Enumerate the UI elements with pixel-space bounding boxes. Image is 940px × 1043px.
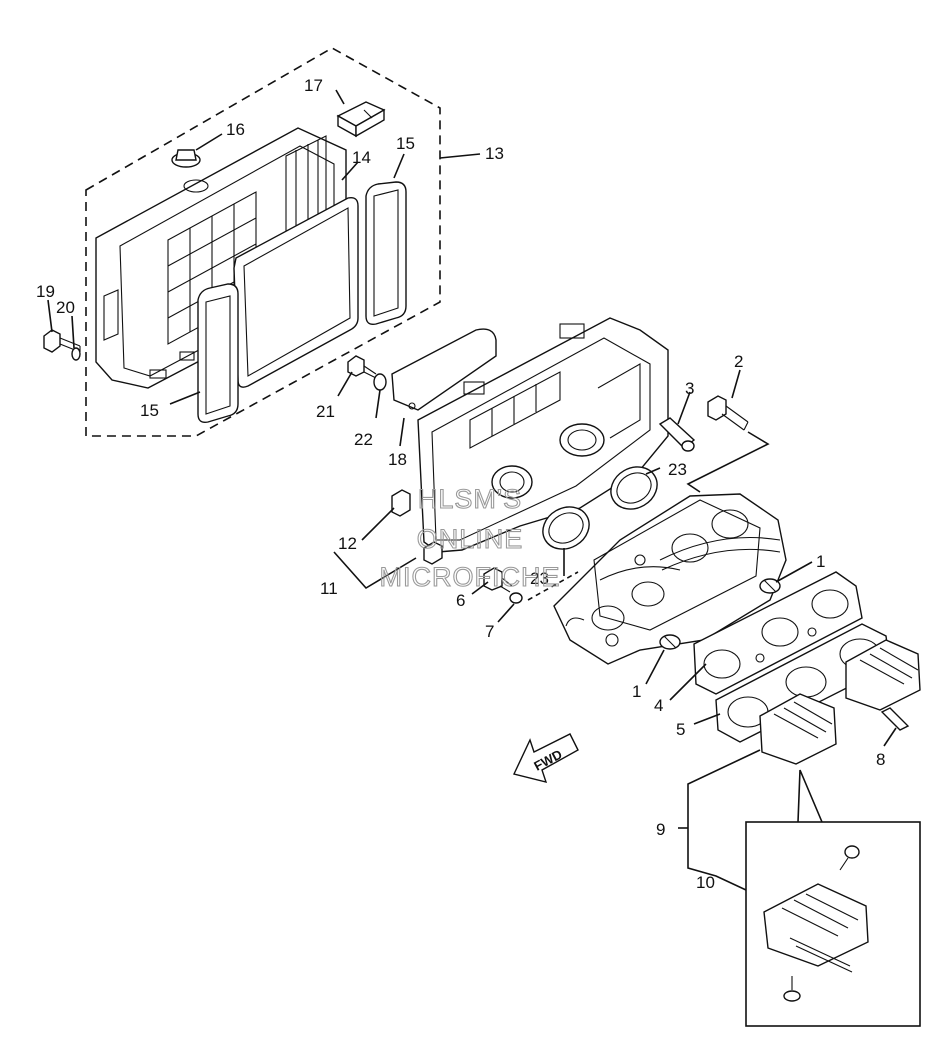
callout-6: 6 (456, 591, 465, 610)
callout-19: 19 (36, 282, 55, 301)
leader-lines (47, 89, 897, 891)
reed-valve-right (845, 639, 921, 711)
callout-10: 10 (696, 873, 715, 892)
cover-plate-18 (391, 328, 497, 411)
callout-11: 11 (320, 579, 338, 598)
clamp-1-upper (759, 578, 781, 594)
watermark-line-3: MICROFICHE (380, 562, 561, 592)
callout-3: 3 (685, 379, 694, 398)
o-ring-23-upper (610, 466, 658, 510)
watermark-line-1: HLSM'S (418, 484, 522, 514)
callout-14: 14 (352, 148, 371, 167)
callout-15-right: 15 (396, 134, 415, 153)
callout-4: 4 (654, 696, 663, 715)
callout-20: 20 (56, 298, 75, 317)
clamp-1-lower (659, 634, 681, 650)
bolt-11 (423, 541, 443, 565)
callout-8: 8 (876, 750, 885, 769)
reed-valve-inset (745, 769, 921, 1027)
washer-22 (373, 373, 387, 391)
reed-valve-left (759, 693, 837, 765)
intake-housing (417, 317, 669, 553)
callout-13: 13 (485, 144, 504, 163)
callout-18: 18 (388, 450, 407, 469)
callout-16: 16 (226, 120, 245, 139)
silencer-gasket-14 (233, 196, 359, 388)
callout-1-lower: 1 (632, 682, 641, 701)
bolt-12 (391, 489, 411, 517)
callout-17: 17 (304, 76, 323, 95)
callout-15-left: 15 (140, 401, 159, 420)
callout-7: 7 (485, 622, 494, 641)
silencer-gasket-15-left (197, 283, 239, 424)
watermark-line-2: ONLINE (417, 524, 524, 554)
callout-labels: 1 1 2 3 4 5 6 7 8 9 10 11 12 13 14 15 15… (36, 76, 885, 892)
callout-9: 9 (656, 820, 665, 839)
bolt-21 (347, 355, 377, 379)
connector-17 (336, 101, 386, 138)
callout-23-upper: 23 (668, 460, 687, 479)
watermark: HLSM'S ONLINE MICROFICHE (379, 483, 561, 592)
callout-12: 12 (338, 534, 357, 553)
silencer-group-outline (85, 47, 441, 437)
callout-5: 5 (676, 720, 685, 739)
forward-direction-arrow: FWD (513, 733, 579, 783)
pin-8 (880, 707, 910, 731)
callout-23-lower: 23 (530, 569, 549, 588)
bolt-2 (707, 395, 749, 431)
callout-2: 2 (734, 352, 743, 371)
silencer-clip-16 (171, 149, 201, 168)
washer-20 (71, 347, 81, 361)
collar-3 (658, 417, 696, 452)
callout-1-upper: 1 (816, 552, 825, 571)
callout-22: 22 (354, 430, 373, 449)
o-ring-23-lower (542, 506, 590, 550)
gasket-4 (693, 571, 863, 695)
silencer-gasket-15-right (365, 181, 407, 326)
washer-7 (509, 592, 523, 604)
callout-21: 21 (316, 402, 335, 421)
